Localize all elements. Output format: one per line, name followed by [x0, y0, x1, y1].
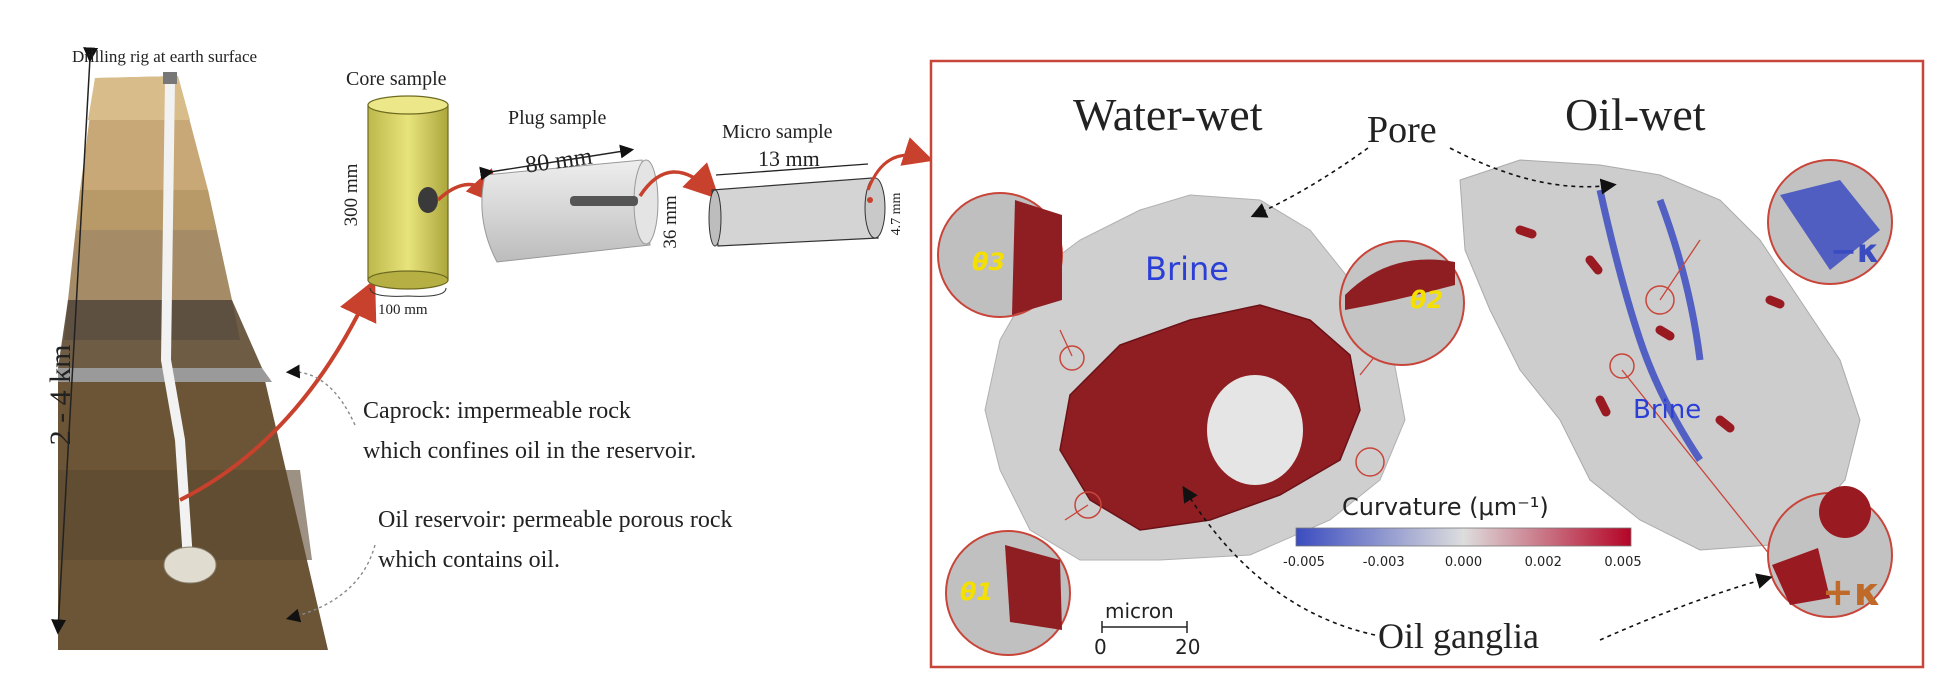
ganglia-leader-left — [1182, 485, 1376, 636]
brine-label-water-wet: Brine — [1145, 250, 1229, 288]
core-sample-label: Core sample — [346, 68, 447, 90]
pore-leader-right — [1449, 147, 1617, 195]
scale-min: 0 — [1094, 635, 1107, 659]
colorbar-tick-label: -0.003 — [1363, 555, 1405, 570]
oil-wet-brine-channel — [1596, 189, 1704, 462]
scale-max: 20 — [1175, 635, 1200, 659]
depth-arrow — [51, 47, 99, 635]
theta1-label: θ1 — [960, 578, 993, 606]
pore-label: Pore — [1367, 109, 1437, 151]
depth-label: 2 - 4 km — [44, 345, 77, 446]
colorbar-tick-label: 0.000 — [1445, 555, 1482, 570]
plug-sample-cylinder — [481, 159, 659, 263]
plug-length-arrow — [479, 144, 635, 181]
plug-diameter-label: 36 mm — [660, 195, 681, 249]
colorbar-title: Curvature (μm⁻¹) — [1342, 493, 1549, 521]
curvature-colorbar — [1295, 527, 1632, 547]
theta2-label: θ2 — [1410, 286, 1443, 314]
water-wet-ganglion-hole — [1207, 375, 1303, 485]
caprock-text-line1: Caprock: impermeable rock — [363, 398, 631, 424]
brine-label-oil-wet: Brine — [1633, 395, 1701, 425]
micro-sample-cylinder — [708, 177, 886, 247]
reservoir-text-line2: which contains oil. — [378, 547, 560, 573]
oil-wet-title: Oil-wet — [1565, 89, 1706, 140]
caprock-leader — [285, 364, 356, 426]
theta3-label: θ3 — [972, 248, 1005, 276]
core-width-label: 100 mm — [378, 302, 428, 318]
micro-length-label: 13 mm — [758, 146, 820, 171]
caprock-text-line2: which confines oil in the reservoir. — [363, 438, 696, 464]
plug-sample-label: Plug sample — [508, 107, 606, 129]
reservoir-leader — [285, 544, 376, 623]
arrow-plug-to-micro — [638, 162, 720, 200]
zoom-theta3 — [937, 192, 1085, 371]
arrow-micro-to-panel — [866, 137, 934, 191]
reservoir-text-line1: Oil reservoir: permeable porous rock — [378, 507, 733, 533]
zoom-neg-kappa — [1645, 159, 1893, 315]
colorbar-tick-label: 0.002 — [1525, 555, 1562, 570]
zoom-theta2 — [1339, 240, 1465, 477]
well-head-icon — [163, 546, 217, 584]
oil-ganglia-label: Oil ganglia — [1378, 616, 1539, 656]
pos-kappa-label: +κ — [1822, 570, 1881, 614]
sample-arrow-to-core — [179, 279, 377, 502]
zoom-theta1 — [945, 491, 1102, 656]
core-height-label: 300 mm — [341, 163, 362, 226]
colorbar-tick-label: -0.005 — [1283, 555, 1325, 570]
micro-diameter-label: 4.7 mm — [889, 193, 904, 236]
zoom-pos-kappa — [1609, 353, 1893, 618]
drilling-rig-icon — [163, 72, 177, 84]
scale-label: micron — [1105, 599, 1174, 623]
micro-length-arrow — [715, 163, 869, 176]
earth-strata-column — [58, 72, 328, 650]
rig-label: Drilling rig at earth surface — [72, 47, 257, 66]
micro-sample-label: Micro sample — [722, 121, 833, 143]
colorbar-tick-label: 0.005 — [1604, 555, 1641, 570]
water-wet-title: Water-wet — [1073, 89, 1263, 140]
core-width-brace — [369, 287, 447, 297]
oil-wet-oil-patches — [1515, 225, 1785, 433]
core-sample-cylinder — [367, 95, 449, 290]
neg-kappa-label: −κ — [1830, 232, 1880, 270]
